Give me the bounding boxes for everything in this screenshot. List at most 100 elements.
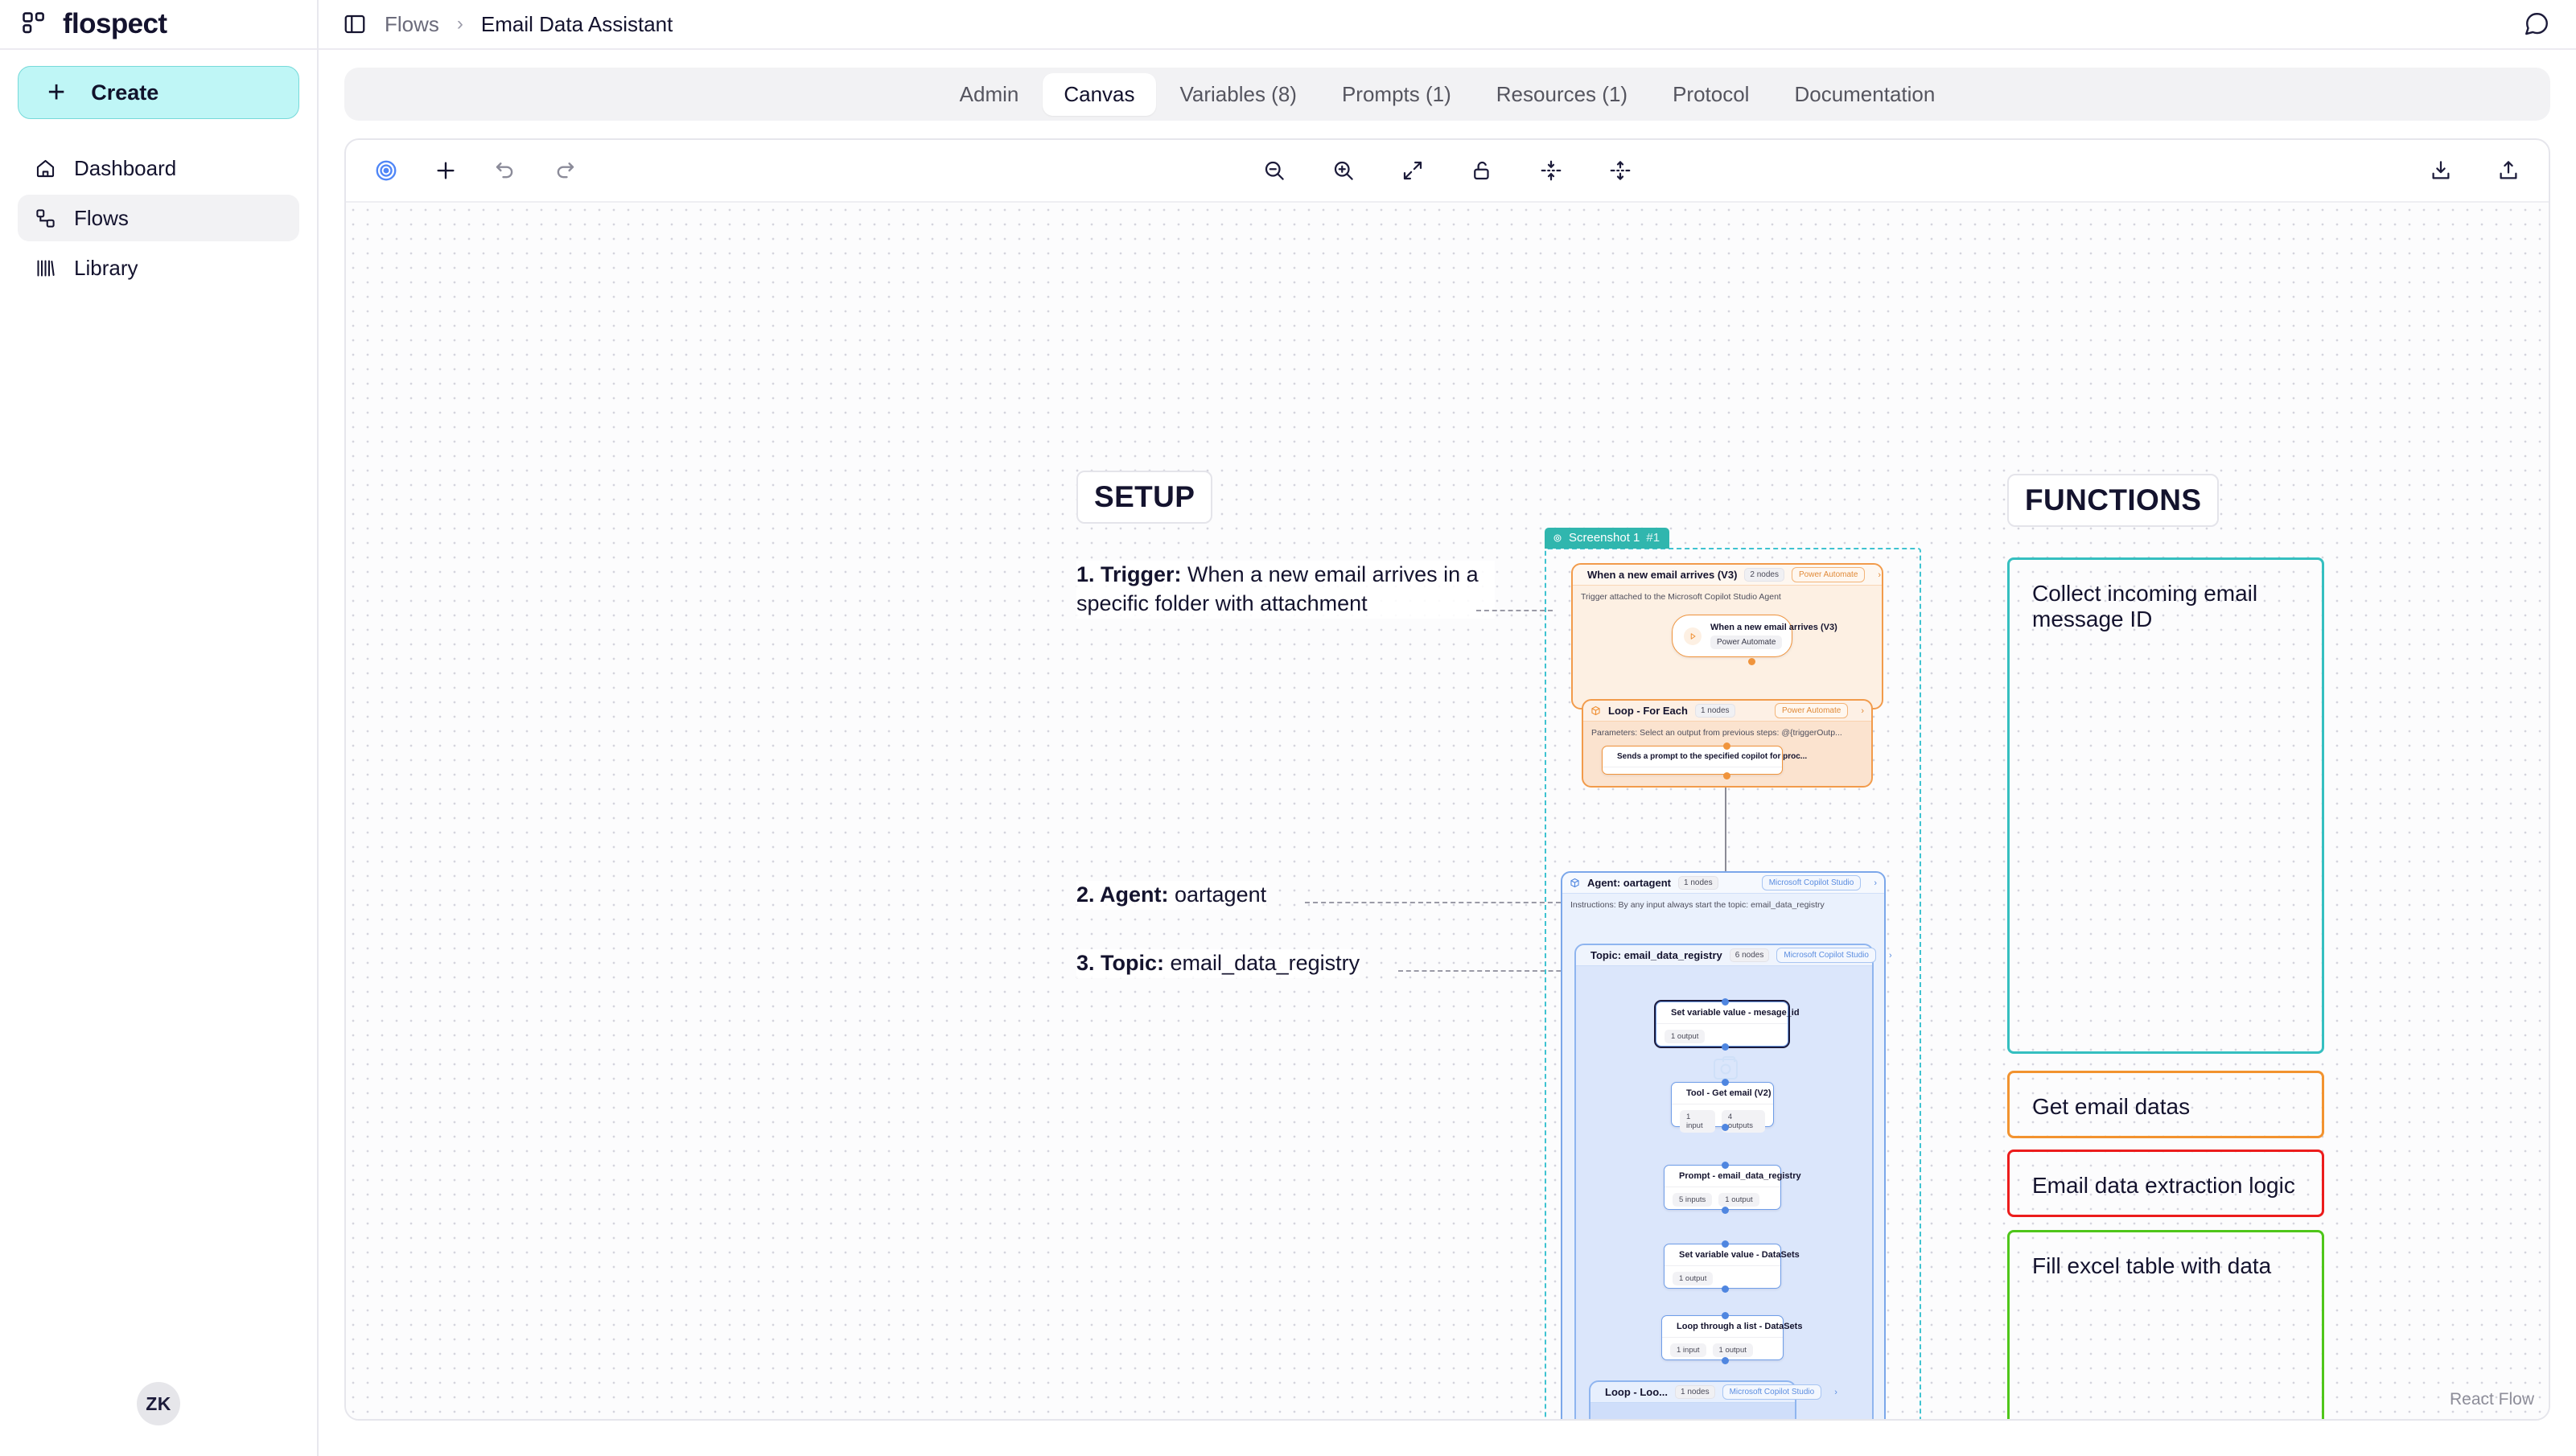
function-box-get-email-datas[interactable]: Get email datas bbox=[2007, 1071, 2324, 1138]
tab-resources[interactable]: Resources (1) bbox=[1496, 81, 1628, 106]
home-icon bbox=[34, 157, 56, 179]
unlock-icon[interactable] bbox=[1466, 154, 1498, 187]
function-box-label: Get email datas bbox=[2032, 1094, 2191, 1119]
zoom-out-icon[interactable] bbox=[1258, 154, 1290, 187]
sidebar-item-library[interactable]: Library bbox=[18, 245, 299, 291]
group-node-count: 1 nodes bbox=[1694, 704, 1735, 718]
breadcrumb-root[interactable]: Flows bbox=[385, 11, 439, 36]
chat-bubble-icon[interactable] bbox=[2523, 10, 2550, 38]
upload-icon[interactable] bbox=[2492, 154, 2525, 187]
connector-line-1 bbox=[1476, 610, 1553, 611]
node-body: 1 input 4 outputs bbox=[1672, 1104, 1773, 1138]
sidebar-item-label: Dashboard bbox=[74, 155, 177, 180]
plus-icon[interactable] bbox=[430, 154, 462, 187]
top-bar: Flows › Email Data Assistant bbox=[319, 0, 2576, 50]
node-set-variable-datasets[interactable]: Set variable value - DataSets 1 output bbox=[1664, 1244, 1800, 1291]
fit-view-icon[interactable] bbox=[1397, 154, 1429, 187]
function-box-label: Fill excel table with data bbox=[2032, 1253, 2272, 1278]
chevron-right-icon[interactable]: › bbox=[1861, 705, 1864, 716]
tab-variables[interactable]: Variables (8) bbox=[1179, 81, 1297, 106]
tab-canvas[interactable]: Canvas bbox=[1043, 72, 1156, 116]
setup-step-3: 3. Topic: email_data_registry bbox=[1076, 949, 1360, 978]
canvas-toolbar bbox=[346, 140, 2549, 203]
group-badge: Microsoft Copilot Studio bbox=[1761, 875, 1862, 890]
node-io-pill: 1 input bbox=[1670, 1343, 1706, 1357]
panel-left-icon[interactable] bbox=[343, 12, 367, 36]
expand-vertical-icon[interactable] bbox=[1604, 154, 1636, 187]
brand[interactable]: flospect bbox=[0, 0, 317, 50]
group-title: Loop - For Each bbox=[1608, 705, 1688, 717]
flow-icon bbox=[34, 207, 56, 229]
group-title: Agent: oartagent bbox=[1587, 877, 1671, 889]
node-header: Tool - Get email (V2) bbox=[1672, 1083, 1773, 1104]
node-prompt-email-data-registry[interactable]: Prompt - email_data_registry 5 inputs 1 … bbox=[1664, 1165, 1801, 1212]
group-node-count: 6 nodes bbox=[1729, 948, 1770, 962]
flow-screenshot-frame[interactable]: Screenshot 1 #1 When a new email ar bbox=[1545, 528, 1921, 1419]
node-tool-get-email[interactable]: Tool - Get email (V2) 1 input 4 outputs bbox=[1671, 1082, 1774, 1133]
node-body: 1 output bbox=[1656, 1023, 1788, 1049]
flow-frame-tag-index: #1 bbox=[1646, 531, 1660, 545]
box-icon bbox=[1570, 878, 1579, 888]
sidebar-item-dashboard[interactable]: Dashboard bbox=[18, 145, 299, 191]
chevron-right-icon[interactable]: › bbox=[1834, 1387, 1837, 1397]
function-box-fill-excel-table[interactable]: Fill excel table with data bbox=[2007, 1230, 2324, 1419]
node-title: Sends a prompt to the specified copilot … bbox=[1617, 752, 1808, 761]
node-io-pill: 1 output bbox=[1665, 1030, 1706, 1043]
create-button[interactable]: + Create bbox=[18, 66, 299, 119]
tab-bar: Admin Canvas Variables (8) Prompts (1) R… bbox=[344, 68, 2550, 121]
node-header: Set variable value - mesage_id bbox=[1656, 1002, 1800, 1023]
tab-admin[interactable]: Admin bbox=[959, 81, 1019, 106]
collapse-vertical-icon[interactable] bbox=[1535, 154, 1567, 187]
group-header: When a new email arrives (V3) 2 nodes Po… bbox=[1573, 565, 1882, 586]
node-io-pill: 1 output bbox=[1712, 1343, 1753, 1357]
node-io-pill: 4 outputs bbox=[1721, 1110, 1765, 1133]
top-bar-right bbox=[2523, 10, 2550, 38]
setup-step-2: 2. Agent: oartagent bbox=[1076, 881, 1267, 910]
edge-dot bbox=[1722, 1162, 1729, 1169]
edge-dot bbox=[1722, 1357, 1729, 1364]
flow-frame-tag-label: Screenshot 1 bbox=[1569, 531, 1640, 545]
flow-canvas[interactable]: SETUP 1. Trigger: When a new email arriv… bbox=[346, 203, 2549, 1419]
node-body: 1 output bbox=[1665, 1265, 1780, 1291]
edge-dot bbox=[1722, 1285, 1729, 1293]
target-icon[interactable] bbox=[370, 154, 402, 187]
target-icon bbox=[1553, 534, 1562, 541]
group-node-count: 1 nodes bbox=[1678, 876, 1718, 890]
chevron-right-icon[interactable]: › bbox=[1874, 878, 1877, 888]
setup-heading: SETUP bbox=[1076, 471, 1213, 524]
download-icon[interactable] bbox=[2425, 154, 2457, 187]
function-box-email-extraction-logic[interactable]: Email data extraction logic bbox=[2007, 1150, 2324, 1217]
tab-protocol[interactable]: Protocol bbox=[1673, 81, 1750, 106]
react-flow-attribution: React Flow bbox=[2449, 1390, 2534, 1409]
node-title: Set variable value - DataSets bbox=[1679, 1250, 1800, 1260]
sidebar-item-flows[interactable]: Flows bbox=[18, 195, 299, 241]
node-body: 1 input 1 output bbox=[1662, 1337, 1783, 1363]
edge-dot bbox=[1722, 1312, 1729, 1319]
chevron-right-icon[interactable]: › bbox=[1888, 950, 1892, 960]
function-box-collect-email-id[interactable]: Collect incoming email message ID bbox=[2007, 557, 2324, 1054]
canvas-card: SETUP 1. Trigger: When a new email arriv… bbox=[344, 138, 2550, 1421]
undo-icon[interactable] bbox=[489, 154, 521, 187]
edge-dot bbox=[1722, 1207, 1729, 1214]
node-when-new-email-arrives[interactable]: When a new email arrives (V3) Power Auto… bbox=[1672, 615, 1837, 657]
redo-icon[interactable] bbox=[549, 154, 581, 187]
group-loop-loo[interactable]: Loop - Loo... 1 nodes Microsoft Copilot … bbox=[1589, 1380, 1837, 1419]
zoom-in-icon[interactable] bbox=[1327, 154, 1360, 187]
node-set-variable-mesage-id[interactable]: Set variable value - mesage_id 1 output bbox=[1654, 1000, 1800, 1049]
node-sends-prompt-to-copilot[interactable]: Sends a prompt to the specified copilot … bbox=[1602, 746, 1807, 775]
flow-frame-tag: Screenshot 1 #1 bbox=[1545, 528, 1670, 549]
setup-step-3-text: email_data_registry bbox=[1170, 951, 1360, 975]
node-loop-through-list-datasets[interactable]: Loop through a list - DataSets 1 input 1… bbox=[1661, 1315, 1802, 1363]
group-badge: Microsoft Copilot Studio bbox=[1776, 948, 1876, 963]
node-header: Loop through a list - DataSets bbox=[1662, 1316, 1802, 1337]
group-title: When a new email arrives (V3) bbox=[1587, 569, 1738, 581]
group-loop-for-each[interactable]: Loop - For Each 1 nodes Power Automate ›… bbox=[1582, 699, 1873, 788]
tab-prompts[interactable]: Prompts (1) bbox=[1341, 81, 1451, 106]
avatar[interactable]: ZK bbox=[137, 1382, 180, 1425]
node-body: 5 inputs 1 output bbox=[1665, 1187, 1780, 1212]
chevron-right-icon[interactable]: › bbox=[1878, 570, 1882, 580]
group-when-new-email-arrives[interactable]: When a new email arrives (V3) 2 nodes Po… bbox=[1571, 563, 1883, 709]
setup-step-1-label: 1. Trigger: bbox=[1076, 562, 1182, 586]
tab-documentation[interactable]: Documentation bbox=[1794, 81, 1936, 106]
